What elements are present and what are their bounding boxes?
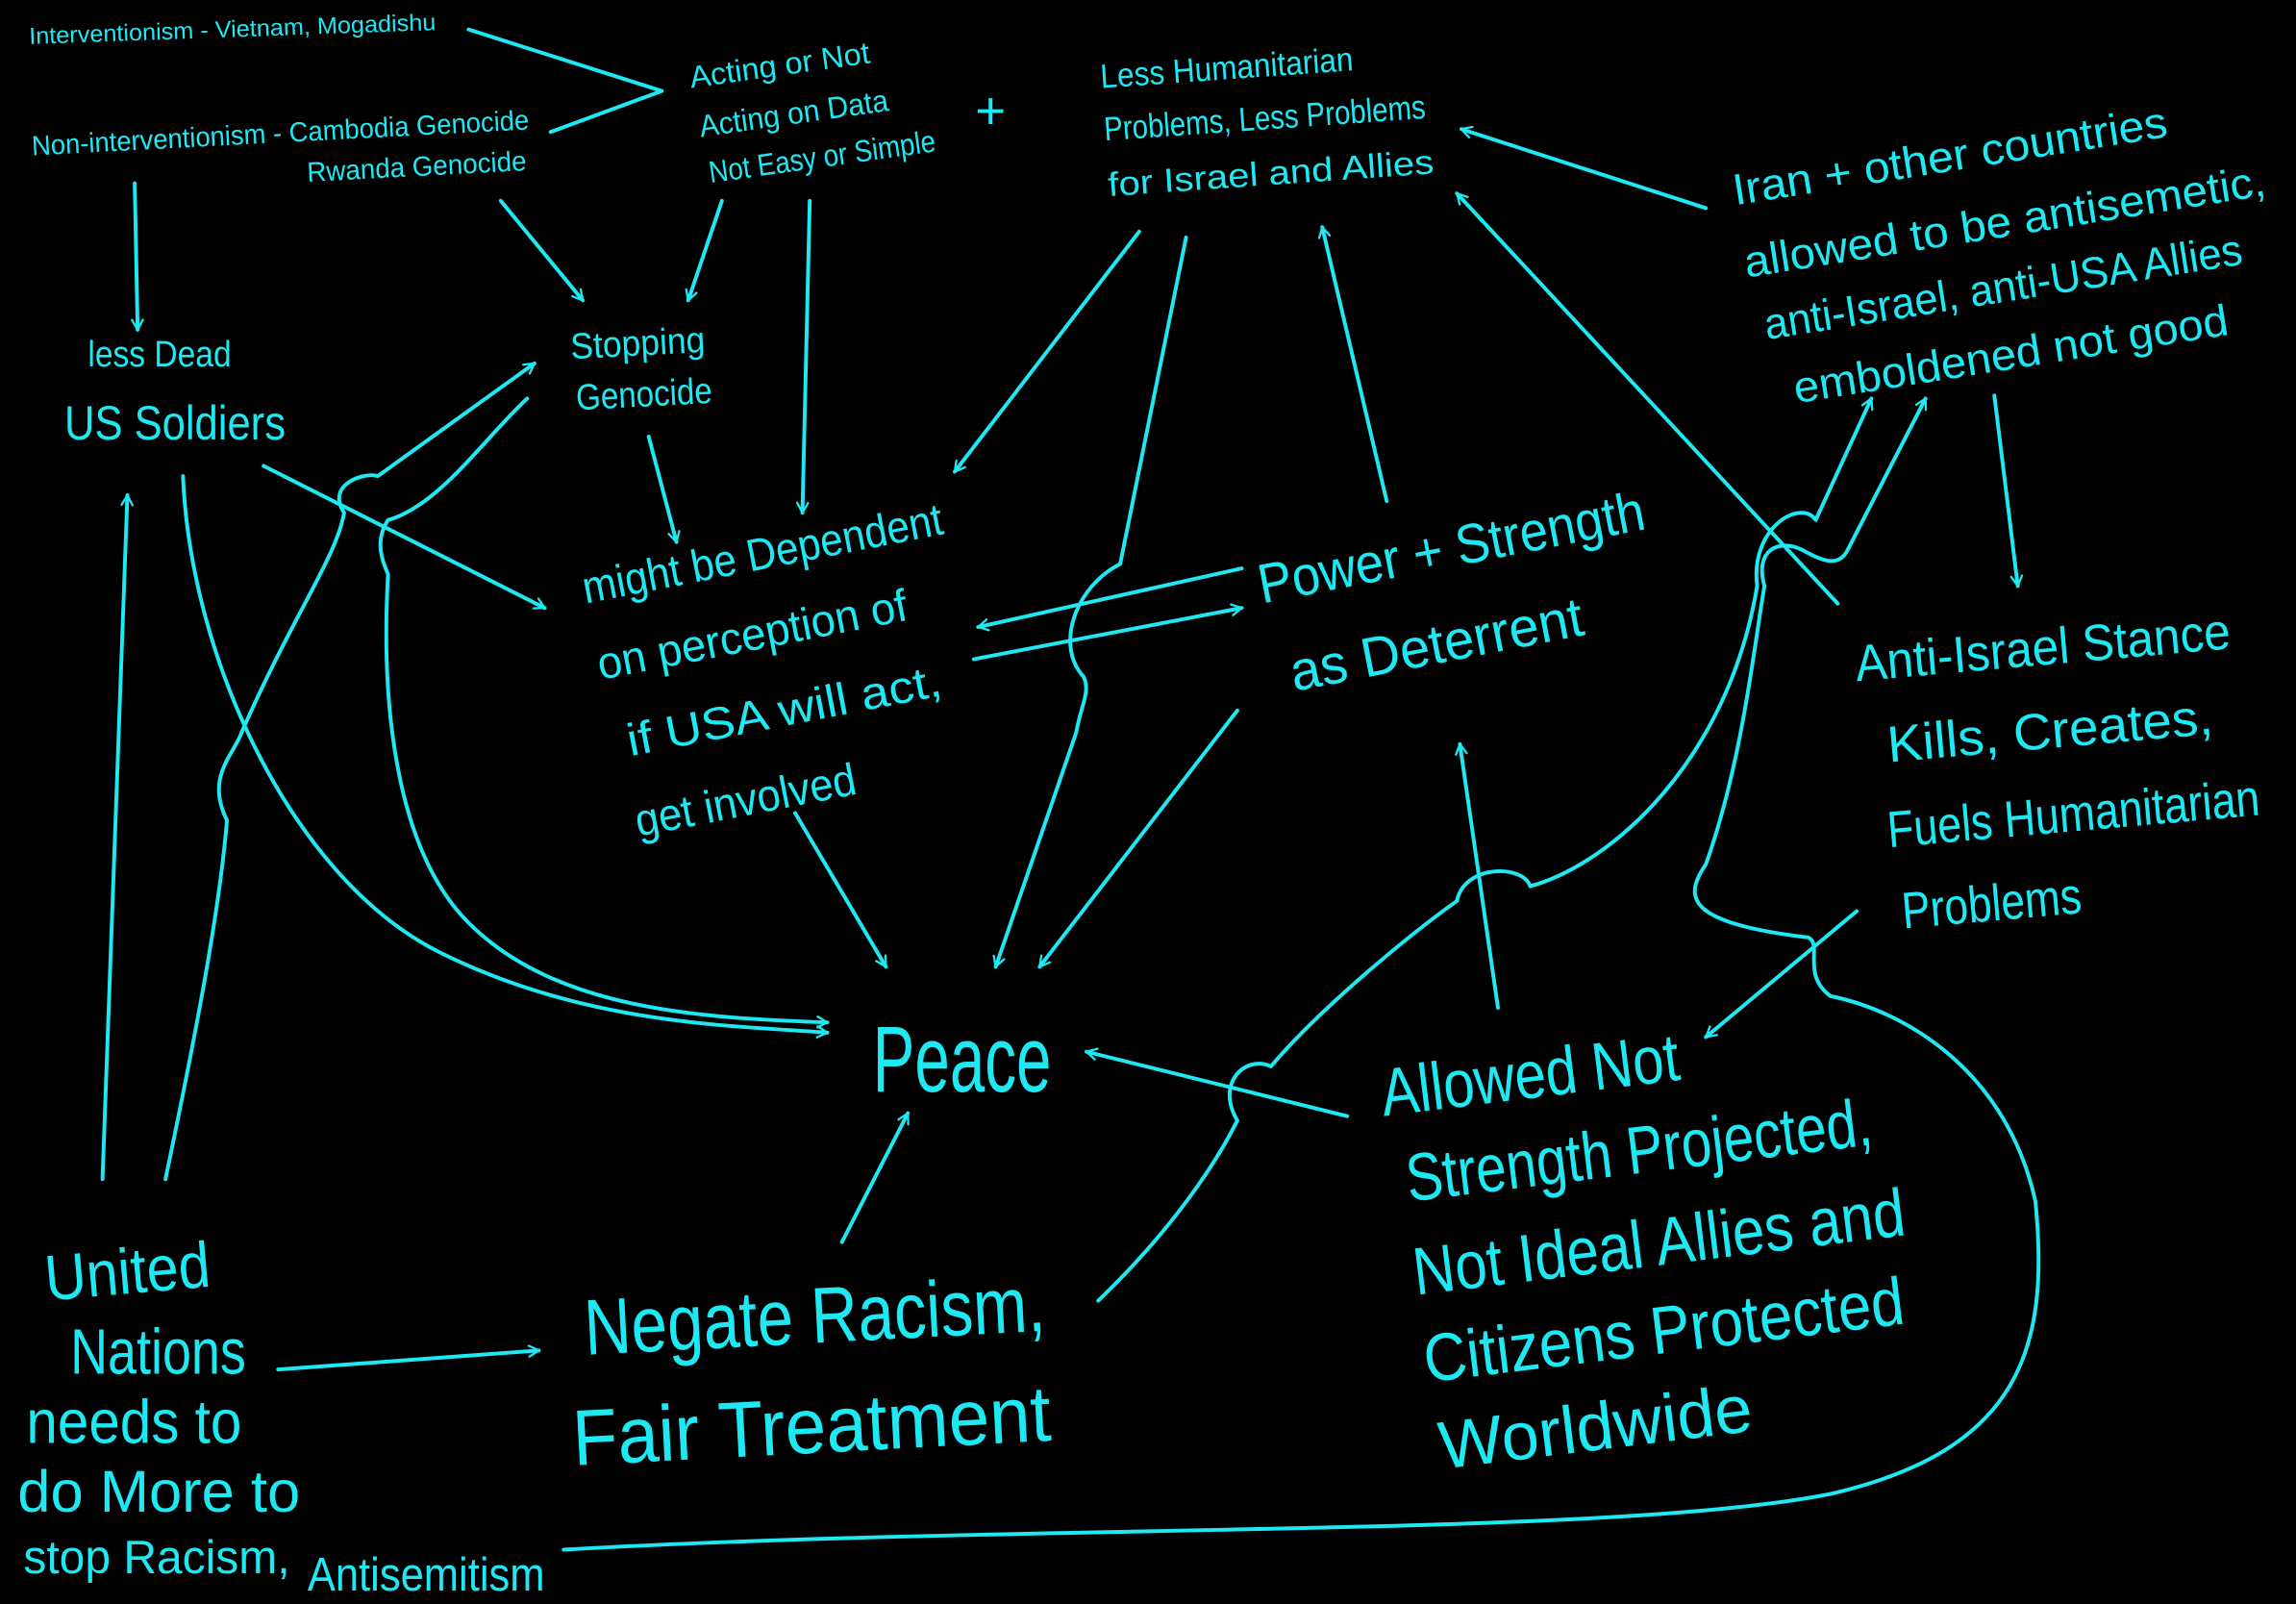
arrow-negate-to-iran [1096,398,1871,1303]
arrow-antiisrael-to-allowed [1704,909,1859,1040]
arrow-rwanda-to-stopping [498,198,586,303]
node-less-dead-soldiers: less Dead US Soldiers [64,335,286,450]
node-united-nations: United Nations needs to do More to stop … [17,1229,544,1601]
arrow-acting-to-stopping [688,198,724,301]
bracket-interventionism-to-acting [466,27,664,135]
node-text: United [42,1229,213,1316]
arrow-power-to-might [978,566,1244,627]
node-peace: Peace [873,1007,1052,1112]
node-stopping-genocide: Stopping Genocide [569,320,713,418]
arrow-allowed-to-peace [1086,1052,1350,1118]
arrow-negate-to-peace [839,1114,911,1244]
node-text: Stopping [569,320,706,367]
arrow-soldiers-to-peace [181,474,827,1033]
arrow-power-to-lesshum [1322,227,1389,504]
arrow-stopping-to-might [646,435,677,542]
node-text: stop Racism, [23,1532,289,1584]
node-text: less Dead [87,335,231,375]
node-text: do More to [17,1459,300,1524]
arrow-un-to-stopping [163,361,537,1182]
arrow-antiisrael-to-lesshum [1455,191,1840,606]
connectors [100,27,2041,1552]
node-text: needs to [26,1387,241,1456]
arrow-acting-to-might [803,198,812,513]
node-text: Genocide [575,371,713,418]
node-text: Nations [70,1316,246,1389]
arrow-lesshum-to-might [952,229,1141,474]
arrow-un-to-soldiers [100,495,128,1182]
arrow-iran-to-lesshum [1461,129,1709,211]
arrow-noninterventionism-to-less-dead [135,181,137,330]
arrow-might-to-peace [792,811,888,966]
arrow-might-to-power [971,608,1242,662]
arrow-loop-to-iran [1845,398,1928,552]
loop-un-to-iran [562,543,2041,1552]
arrow-un-to-negate [276,1350,538,1372]
arrow-iran-to-antiisrael [1992,393,2017,586]
arrow-stopping-to-peace [378,396,828,1022]
plus-sign: + [975,81,1006,140]
arrow-lessdead-to-might [262,464,544,611]
arrow-power-to-peace [1037,708,1239,969]
node-text: Antisemitism [308,1549,545,1601]
node-text: US Soldiers [64,396,286,450]
arrow-lesshum-to-peace [996,235,1188,966]
